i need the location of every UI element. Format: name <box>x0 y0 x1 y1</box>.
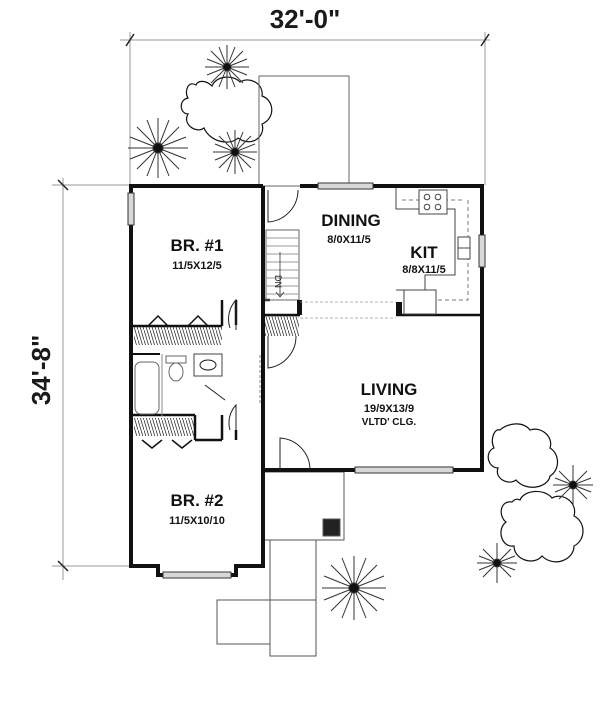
sink-counter-icon <box>193 353 223 377</box>
room-name: BR. #2 <box>171 491 224 510</box>
room-kitchen: KIT 8/8X11/5 <box>402 243 445 276</box>
stairs: DN <box>265 229 302 315</box>
closet-hall <box>265 316 299 336</box>
room-name: DINING <box>321 211 381 230</box>
door-front <box>279 437 311 471</box>
room-name: LIVING <box>361 380 418 399</box>
windows <box>127 182 486 579</box>
door-bath <box>204 384 226 401</box>
closet-br1 <box>134 327 222 345</box>
fridge-icon <box>403 289 437 315</box>
toilet-icon <box>168 362 184 382</box>
shrub-cluster-bottom <box>322 423 593 620</box>
toilet-tank-icon <box>165 355 187 364</box>
rear-deck <box>258 75 350 187</box>
door-br1 <box>228 298 237 330</box>
soffit-lines <box>300 301 396 319</box>
door-rear <box>267 189 299 223</box>
bathtub-icon <box>134 361 160 415</box>
room-br2: BR. #2 11/5X10/10 <box>169 491 225 527</box>
room-name: KIT <box>410 243 438 262</box>
closet-doors <box>141 314 209 449</box>
closet-br2 <box>134 418 194 436</box>
room-size: 19/9X13/9 <box>364 403 414 415</box>
door-closet <box>267 335 297 369</box>
interior-walls <box>131 298 482 442</box>
room-note: VLTD' CLG. <box>362 417 417 428</box>
shrub-cluster-top <box>128 45 273 178</box>
width-dimension-label: 32'-0" <box>270 4 341 34</box>
depth-dimension: 34'-8" <box>26 178 130 580</box>
doors <box>204 189 311 471</box>
sink-icon <box>199 359 217 371</box>
room-size: 8/0X11/5 <box>327 234 370 246</box>
width-dimension: 32'-0" <box>120 4 490 185</box>
room-size: 11/5X10/10 <box>169 515 225 527</box>
door-br2 <box>228 403 237 431</box>
room-name: BR. #1 <box>171 236 224 255</box>
room-living: LIVING 19/9X13/9 VLTD' CLG. <box>361 380 418 428</box>
room-dining: DINING 8/0X11/5 <box>321 211 381 246</box>
room-size: 11/5X12/5 <box>172 260 222 272</box>
kitchen-counters <box>395 188 471 315</box>
depth-dimension-label: 34'-8" <box>26 335 56 406</box>
range-icon <box>418 189 448 215</box>
room-br1: BR. #1 11/5X12/5 <box>171 236 224 272</box>
front-walkway <box>216 471 345 657</box>
bathroom <box>134 353 223 415</box>
stair-label: DN <box>273 275 283 288</box>
room-size: 8/8X11/5 <box>402 264 445 276</box>
